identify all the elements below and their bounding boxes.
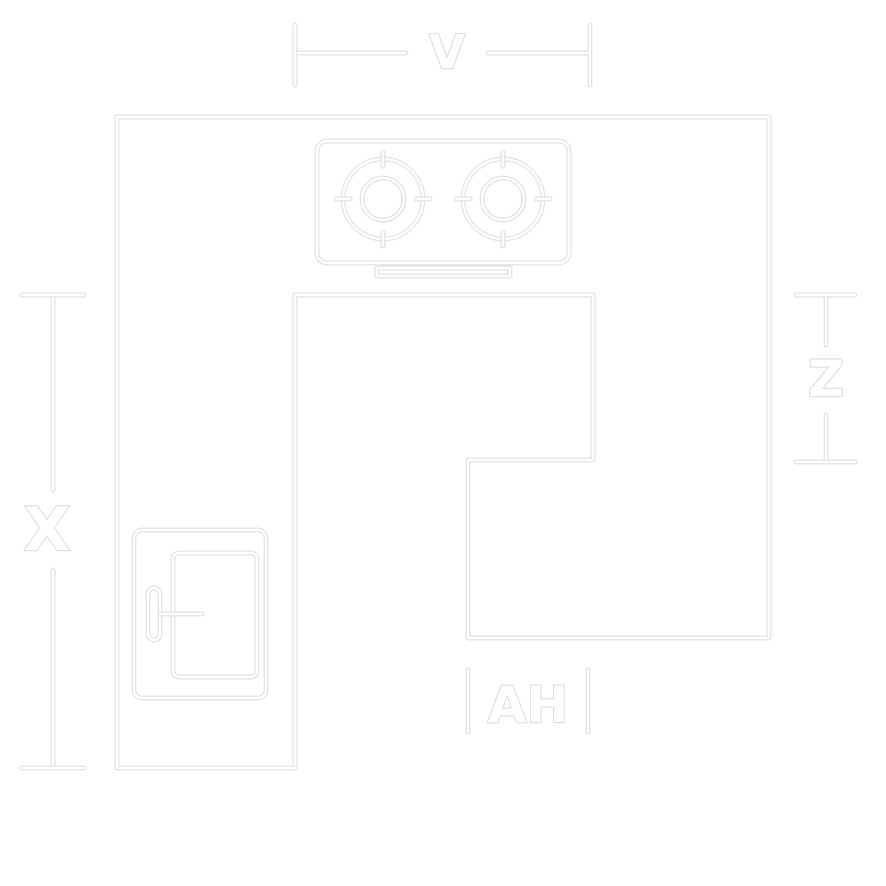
dimension-label-top: V (429, 25, 465, 79)
faucet-icon (145, 585, 205, 643)
dimension-right: Z (793, 292, 858, 465)
dimension-left: X (19, 292, 87, 771)
burner-right (453, 149, 553, 249)
dimension-label-left: X (24, 495, 70, 565)
burner-left (333, 149, 433, 249)
sink (131, 527, 269, 701)
dimension-bottom: AH (465, 667, 591, 735)
cooktop (314, 138, 572, 279)
dimension-label-right: Z (808, 350, 844, 408)
room-outline (114, 114, 772, 771)
dimension-label-bottom: AH (488, 676, 569, 734)
dimension-top: V (292, 22, 593, 88)
